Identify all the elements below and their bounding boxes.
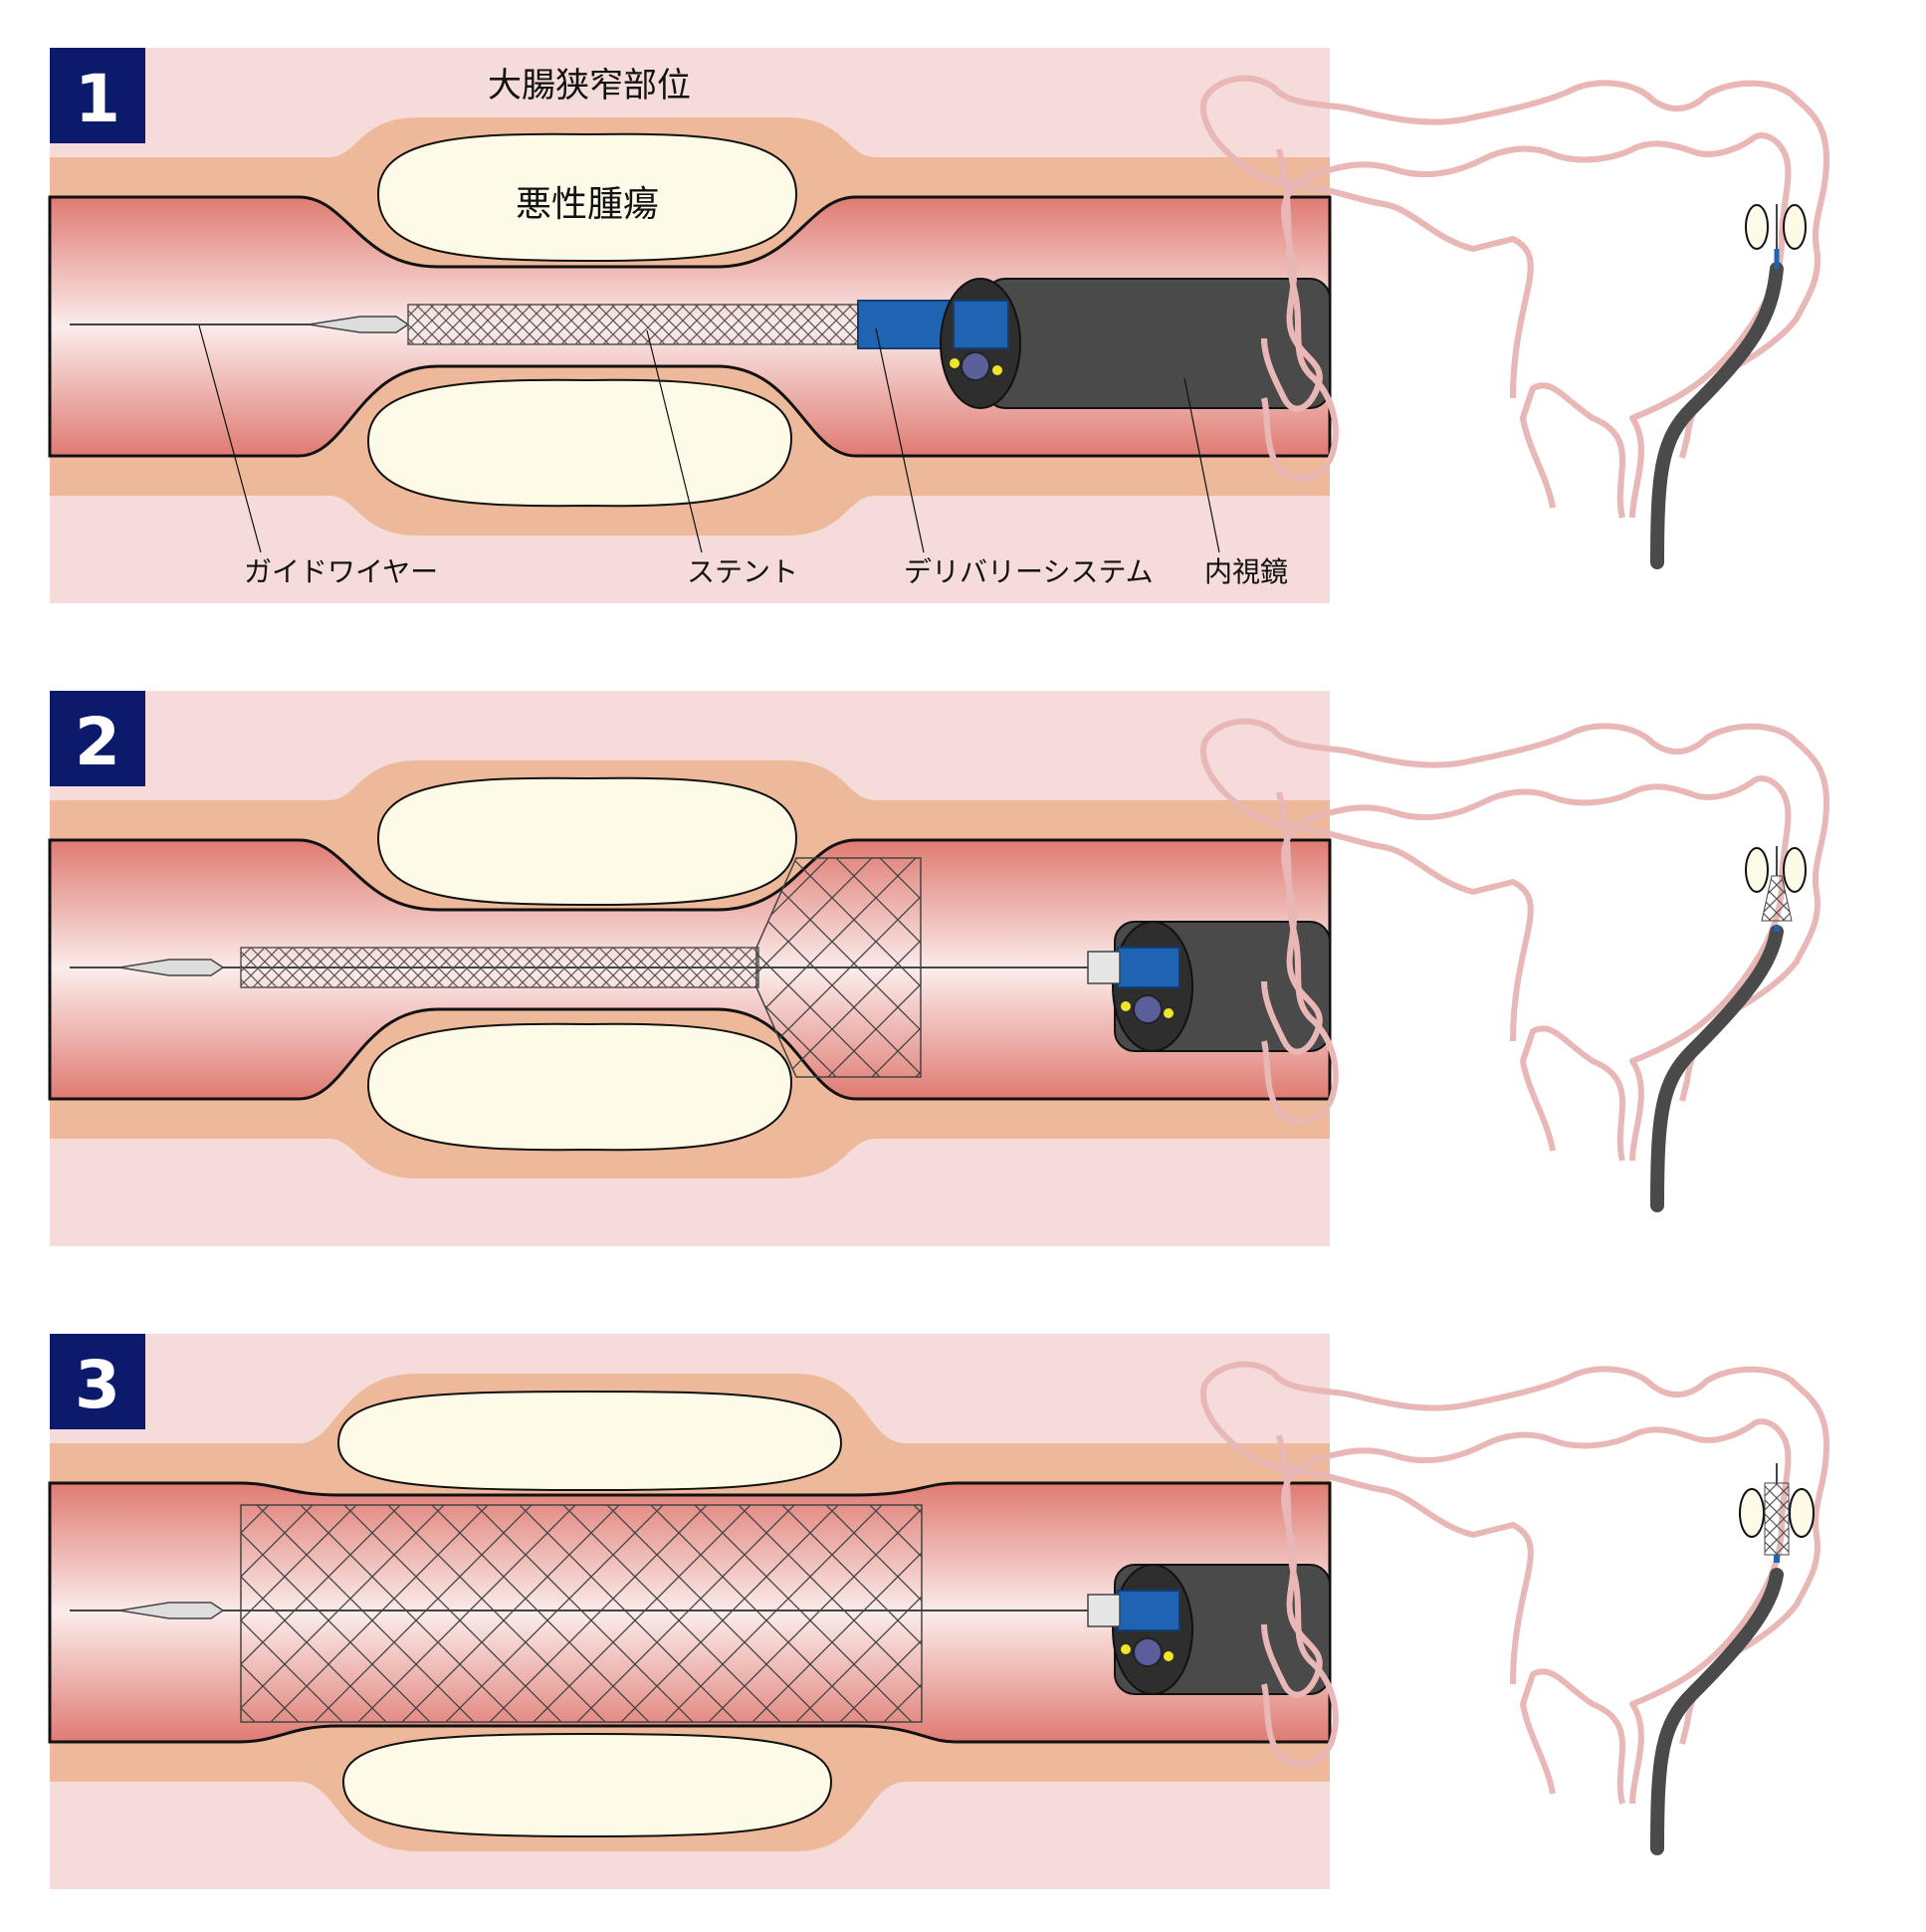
- panel-1-badge: [50, 48, 145, 143]
- colon-overview-2: [1203, 722, 1826, 1212]
- label-stent: ステント: [687, 555, 798, 588]
- panel-3-tip: [118, 1602, 225, 1619]
- panel-2-badge: [50, 691, 145, 786]
- label-guidewire: ガイドワイヤー: [244, 555, 438, 588]
- stent-icon: [240, 947, 759, 988]
- label-tumor: 悪性腫瘍: [516, 184, 659, 225]
- panel-3-stent: [240, 1504, 923, 1723]
- label-endoscope: 内視鏡: [1204, 555, 1288, 588]
- panel-3-tumor-top: [336, 1390, 843, 1492]
- panel-1-stent: [407, 304, 862, 345]
- colon-overview-1: [1203, 79, 1826, 569]
- panel-3-tumor-bottom: [341, 1732, 833, 1838]
- panel-1-tumor-top: [376, 132, 798, 263]
- label-delivery: デリバリーシステム: [904, 555, 1154, 588]
- panel-3-badge: [50, 1334, 145, 1429]
- panel-2-tip: [118, 959, 225, 976]
- panel-2: 2: [48, 691, 1332, 1246]
- panel-1-lens: [961, 351, 990, 381]
- panel-1-number: 1: [75, 61, 120, 137]
- panel-3-number: 3: [75, 1347, 120, 1423]
- panel-2-tumor-top: [376, 776, 798, 907]
- panel-1: 大腸狭窄部位 悪性腫瘍 ガイドワイヤー ステント デリバリーシステム 内視鏡 1: [48, 48, 1332, 603]
- label-site: 大腸狭窄部位: [488, 66, 691, 106]
- panel-1-tumor-bottom: [366, 378, 793, 508]
- colon-1-endoscope: [1650, 262, 1784, 569]
- colon-overview-3: [1203, 1365, 1826, 1855]
- panel-2-number: 2: [75, 704, 120, 780]
- panel-2-tumor-bottom: [366, 1022, 793, 1152]
- panel-2-stent-flare: [755, 857, 922, 1078]
- panel-3: 3: [48, 1334, 1332, 1889]
